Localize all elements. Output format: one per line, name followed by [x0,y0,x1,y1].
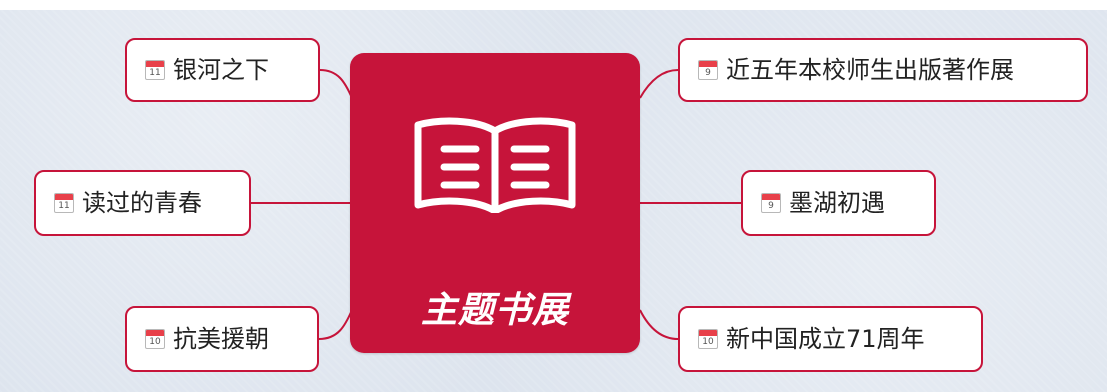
central-topic-title: 主题书展 [420,290,569,331]
topic-label: 抗美援朝 [173,325,269,353]
calendar-icon: 10 [698,329,718,349]
calendar-day: 10 [149,337,161,347]
topic-mohu-chuyu[interactable]: 9 墨湖初遇 [741,170,936,236]
topic-duguo-de-qingchun[interactable]: 11 读过的青春 [34,170,251,236]
topic-label: 新中国成立71周年 [726,325,925,353]
calendar-icon: 10 [145,329,165,349]
central-topic[interactable]: 主题书展 [350,53,640,353]
calendar-icon: 9 [698,60,718,80]
calendar-day: 11 [58,201,70,211]
topic-yinhe-zhixia[interactable]: 11 银河之下 [125,38,320,102]
connector-line [319,69,353,99]
calendar-icon: 9 [761,193,781,213]
topic-kangmei-yuanchao[interactable]: 10 抗美援朝 [125,306,319,372]
topic-faculty-publications[interactable]: 9 近五年本校师生出版著作展 [678,38,1088,102]
connector-line [639,69,679,99]
open-book-icon [414,117,576,213]
calendar-day: 9 [705,68,711,78]
topic-prc-71st-anniversary[interactable]: 10 新中国成立71周年 [678,306,983,372]
topic-label: 墨湖初遇 [789,189,885,217]
topic-label: 读过的青春 [82,189,202,217]
top-strip [0,0,1107,10]
calendar-icon: 11 [54,193,74,213]
calendar-day: 10 [702,337,714,347]
connector-line [318,309,353,340]
topic-label: 近五年本校师生出版著作展 [726,56,1014,84]
calendar-icon: 11 [145,60,165,80]
calendar-day: 9 [768,201,774,211]
connector-line [639,309,679,340]
topic-label: 银河之下 [173,56,269,84]
calendar-day: 11 [149,68,161,78]
